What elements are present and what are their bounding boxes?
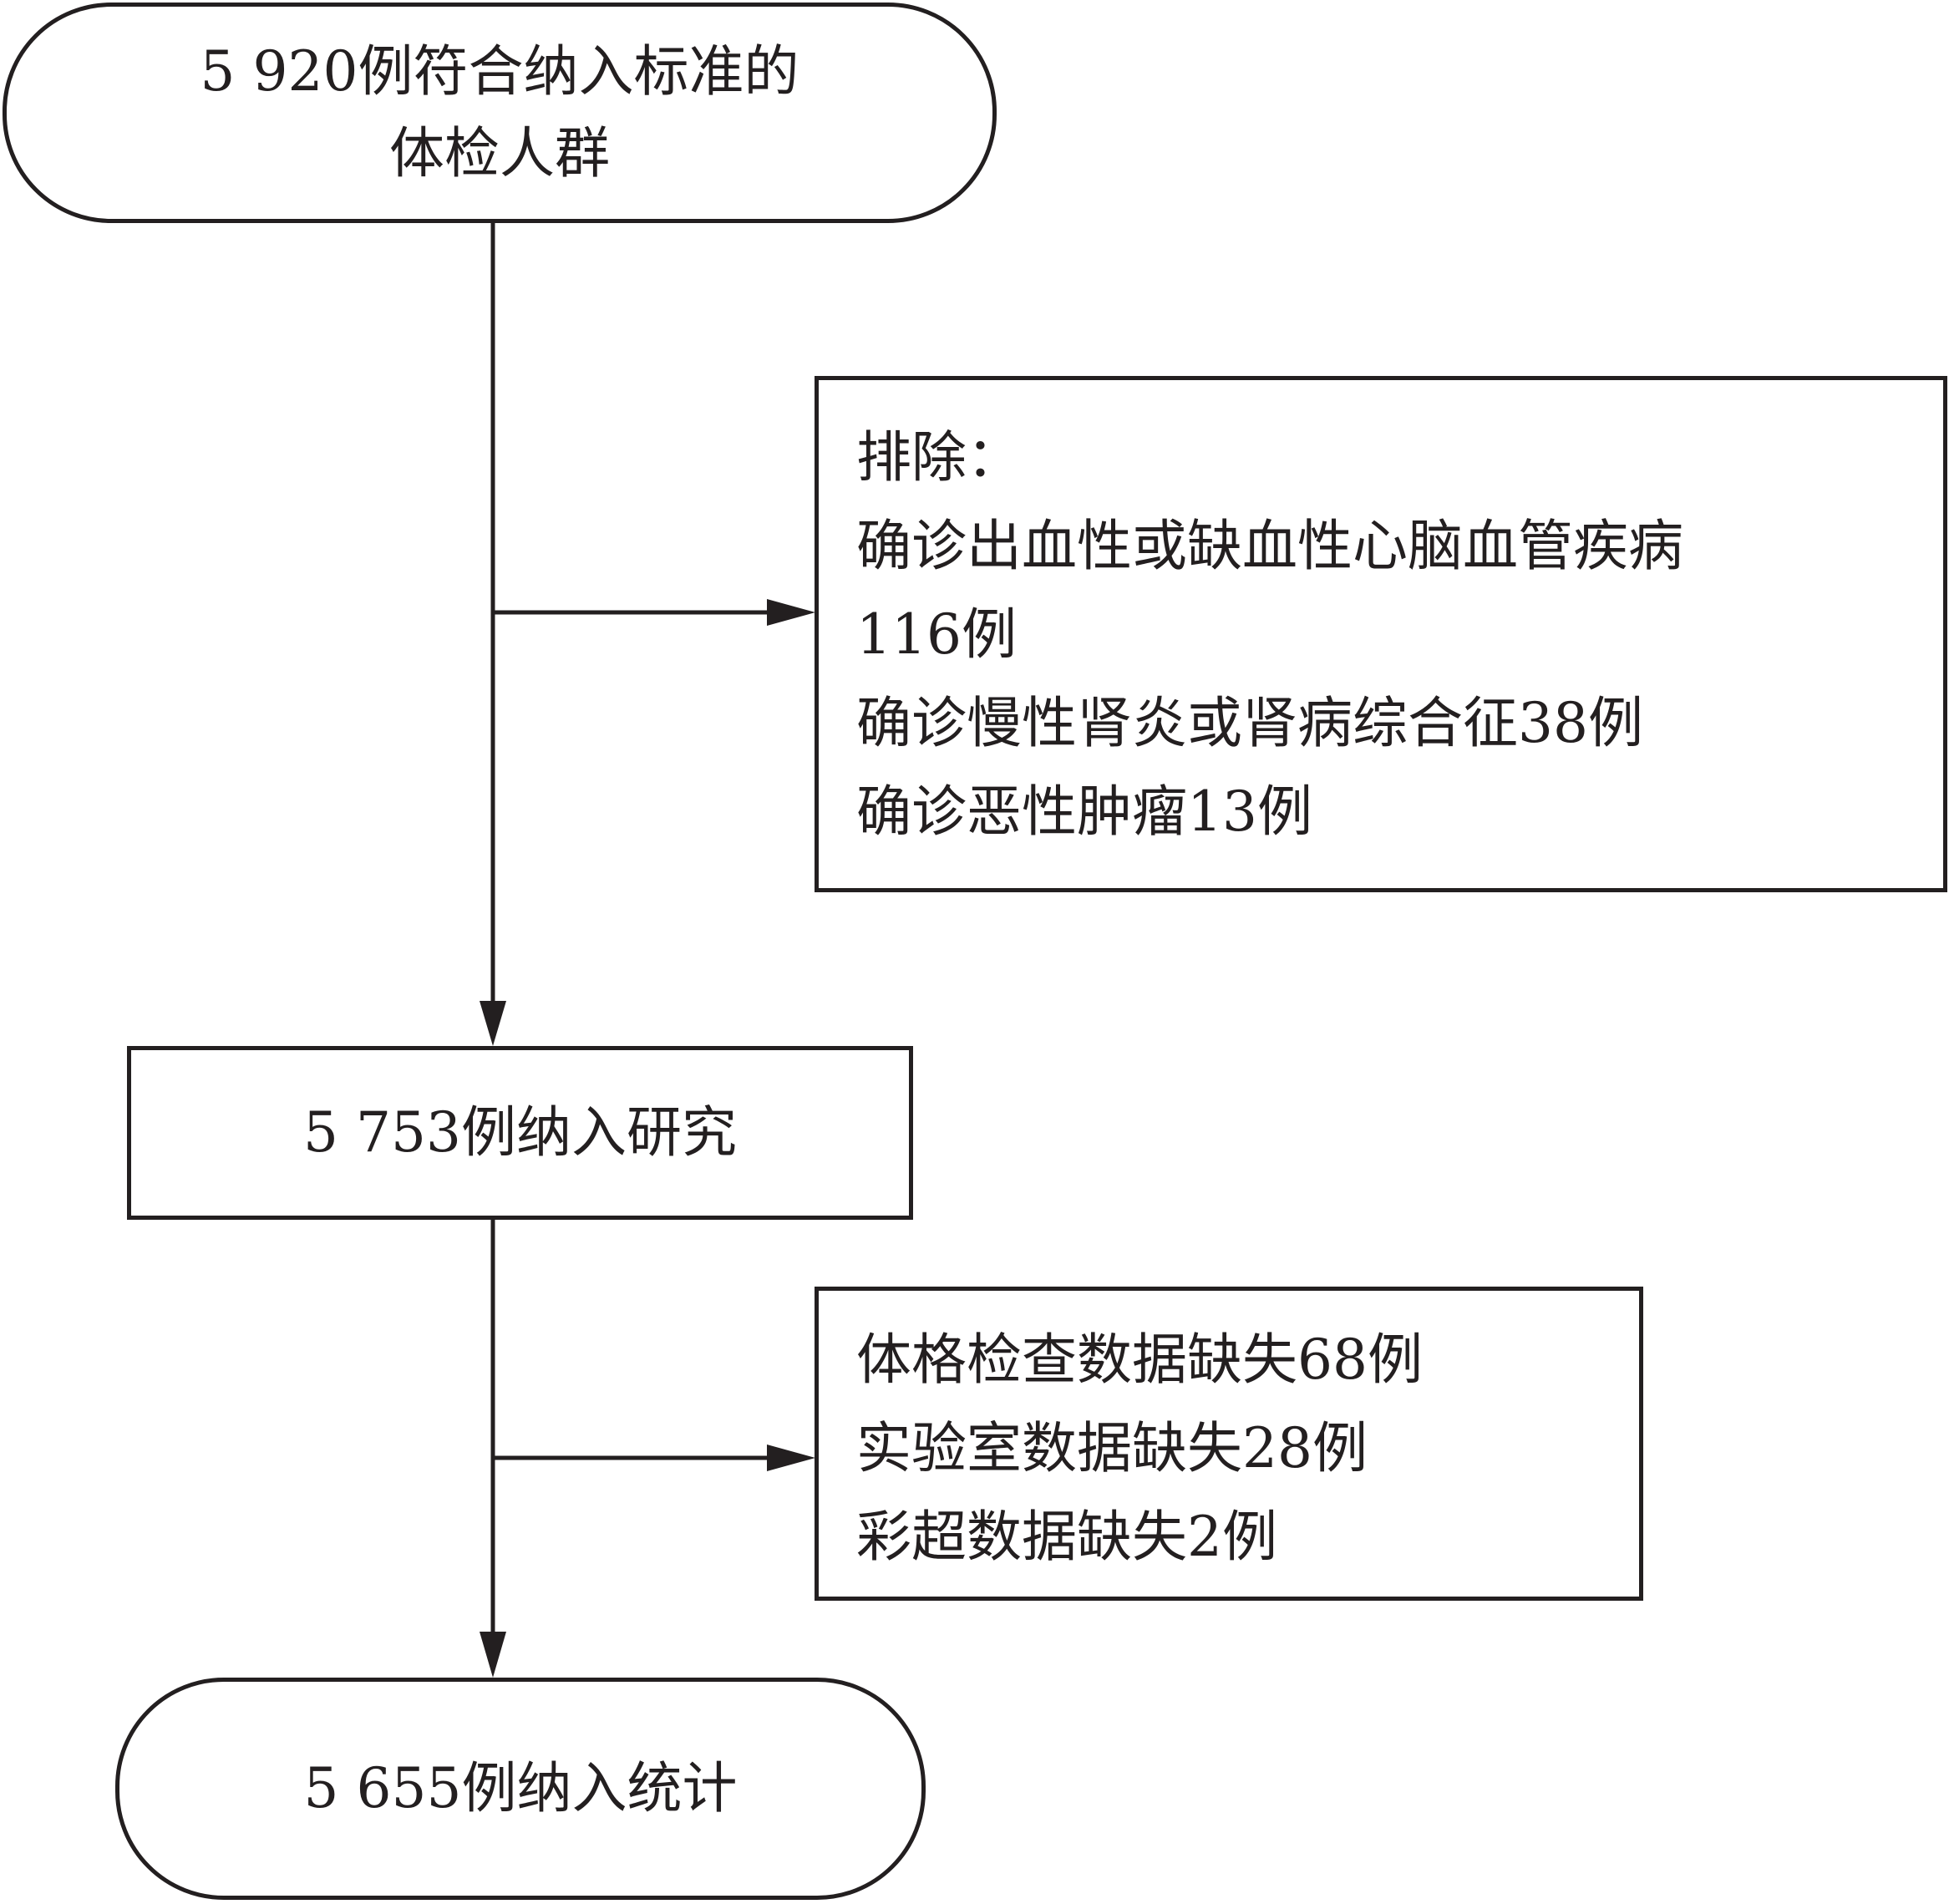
exclusion-box-1: 排除： 确诊出血性或缺血性心脑血管疾病 116例 确诊慢性肾炎或肾病综合征38例… bbox=[815, 376, 1947, 892]
final-node: 5 655例纳入统计 bbox=[115, 1678, 926, 1900]
exclusion-box-2: 体格检查数据缺失68例 实验室数据缺失28例 彩超数据缺失2例 bbox=[815, 1287, 1643, 1601]
exclusion-box-2-line-2: 实验室数据缺失28例 bbox=[856, 1416, 1368, 1480]
exclusion-box-1-line-3: 确诊慢性肾炎或肾病综合征38例 bbox=[856, 691, 1643, 755]
start-node: 5 920例符合纳入标准的 体检人群 bbox=[3, 3, 997, 223]
exclusion-box-2-line-1: 体格检查数据缺失68例 bbox=[856, 1328, 1423, 1392]
final-node-label: 5 655例纳入统计 bbox=[303, 1756, 738, 1820]
arrowhead-to-included bbox=[480, 1001, 506, 1046]
arrowhead-to-final bbox=[480, 1632, 506, 1678]
exclusion-box-1-line-1: 确诊出血性或缺血性心脑血管疾病 bbox=[856, 514, 1683, 578]
exclusion-box-1-line-2: 116例 bbox=[856, 602, 1017, 667]
arrowhead-to-exclusion2 bbox=[767, 1445, 815, 1471]
exclusion-box-2-line-3: 彩超数据缺失2例 bbox=[856, 1505, 1277, 1569]
arrowhead-to-exclusion1 bbox=[767, 599, 815, 626]
start-node-line-2: 体检人群 bbox=[389, 121, 610, 185]
start-node-line-1: 5 920例符合纳入标准的 bbox=[200, 39, 799, 104]
included-node: 5 753例纳入研究 bbox=[127, 1046, 913, 1220]
exclusion-box-1-title: 排除： bbox=[856, 425, 1022, 490]
exclusion-box-1-line-4: 确诊恶性肿瘤13例 bbox=[856, 779, 1312, 844]
included-node-label: 5 753例纳入研究 bbox=[303, 1100, 737, 1165]
